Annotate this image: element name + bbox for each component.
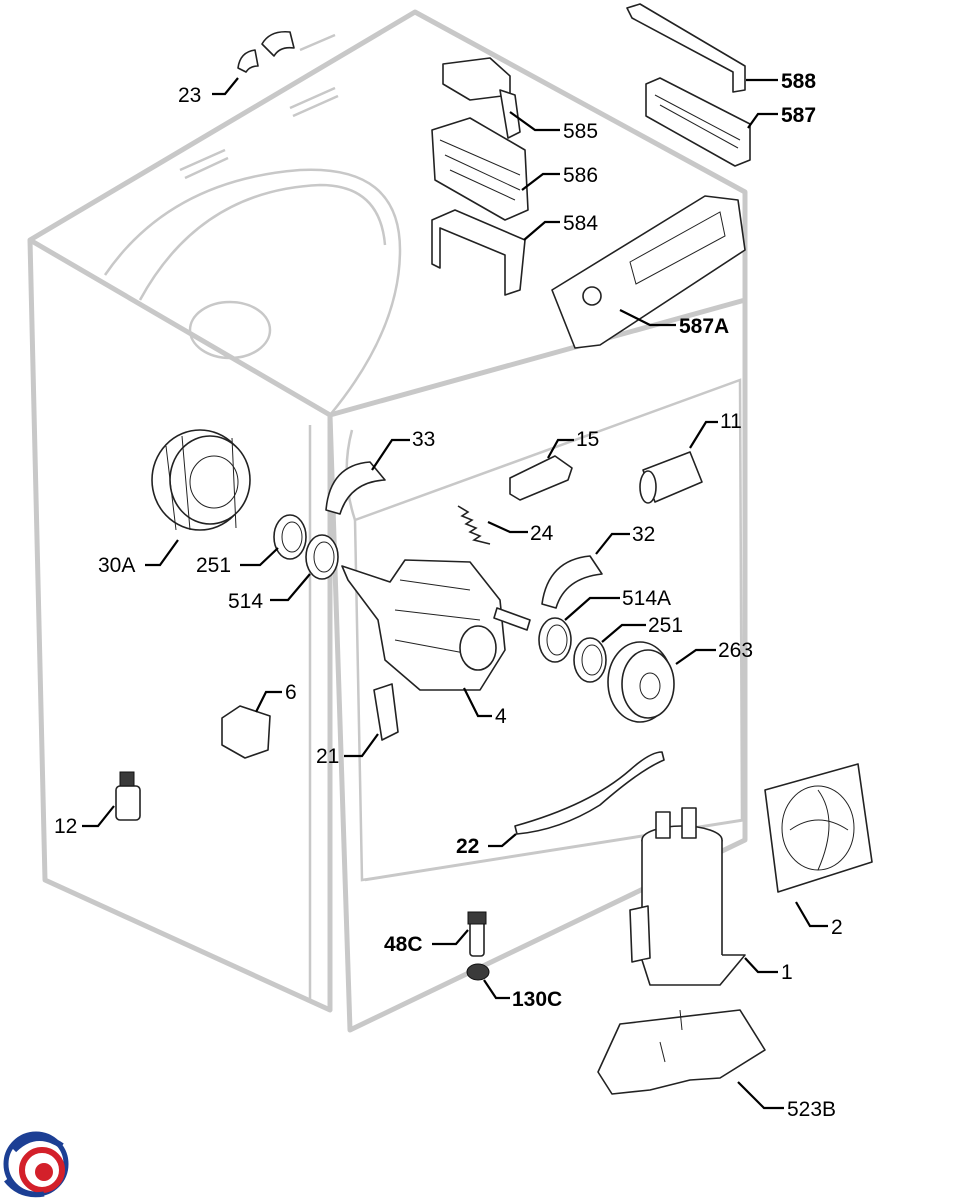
part-514-seal-left: [305, 534, 339, 580]
label-48C: 48C: [384, 933, 423, 956]
part-514A-seal: [538, 617, 572, 663]
label-1: 1: [781, 961, 793, 984]
callout-48C: 48C: [384, 929, 469, 956]
label-263: 263: [718, 639, 753, 662]
part-11-capacitor: [639, 451, 703, 504]
callout-6: 6: [255, 681, 297, 713]
part-523B-base-plate: [597, 1009, 766, 1095]
part-251-seal-left: [273, 514, 307, 560]
label-586: 586: [563, 164, 598, 187]
callout-263: 263: [675, 639, 753, 665]
callout-15: 15: [547, 428, 599, 459]
callout-4: 4: [463, 687, 507, 728]
label-584: 584: [563, 212, 598, 235]
callout-32: 32: [595, 523, 655, 555]
callout-514A: 514A: [564, 587, 671, 621]
label-33: 33: [412, 428, 435, 451]
part-586-control-module: [431, 117, 529, 221]
callout-251-left: 251: [196, 547, 279, 577]
part-21-switch: [373, 683, 399, 741]
part-585-bracket: [442, 57, 521, 139]
label-523B: 523B: [787, 1098, 836, 1121]
callout-22: 22: [456, 833, 517, 858]
callout-23: 23: [178, 77, 239, 107]
callout-587: 587: [747, 104, 816, 129]
part-22-strip: [514, 751, 665, 835]
callout-24: 24: [487, 520, 554, 545]
label-514: 514: [228, 590, 263, 613]
callout-130C: 130C: [483, 979, 562, 1011]
part-584-holder: [431, 209, 526, 296]
label-12: 12: [54, 815, 77, 838]
label-514A: 514A: [622, 587, 671, 610]
label-2: 2: [831, 916, 843, 939]
part-263-pulley: [607, 641, 675, 723]
part-33-bearing-bracket: [325, 461, 386, 515]
label-30A: 30A: [98, 554, 135, 577]
part-4-motor: [341, 559, 531, 691]
part-587A-display-module: [551, 195, 746, 349]
part-32-bearing-bracket: [541, 555, 603, 609]
label-585: 585: [563, 120, 598, 143]
callout-586: 586: [521, 164, 598, 191]
callout-11: 11: [689, 410, 742, 449]
part-1-compressor: [629, 807, 746, 986]
label-22: 22: [456, 835, 479, 858]
part-23-clips: [237, 30, 295, 73]
part-587-board: [645, 77, 751, 167]
part-15-bracket: [509, 455, 573, 501]
label-587: 587: [781, 104, 816, 127]
brand-logo: [3, 1131, 69, 1198]
callout-523B: 523B: [737, 1081, 836, 1121]
label-23: 23: [178, 84, 201, 107]
callout-585: 585: [509, 111, 598, 143]
label-4: 4: [495, 705, 507, 728]
label-251-right: 251: [648, 614, 683, 637]
label-24: 24: [530, 522, 554, 545]
part-12-sensor: [115, 771, 141, 821]
label-130C: 130C: [512, 988, 562, 1011]
callout-2: 2: [795, 901, 843, 939]
part-24-spring: [457, 505, 491, 545]
callout-584: 584: [523, 212, 598, 241]
part-588-cover: [626, 3, 746, 93]
label-251-left: 251: [196, 554, 231, 577]
callout-514: 514: [228, 573, 311, 613]
label-587A: 587A: [679, 315, 729, 338]
callout-1: 1: [744, 957, 793, 984]
callout-12: 12: [54, 805, 115, 838]
callout-30A: 30A: [98, 539, 179, 577]
callout-587A: 587A: [619, 309, 729, 338]
part-2-fan: [764, 763, 873, 893]
label-15: 15: [576, 428, 599, 451]
label-588: 588: [781, 70, 816, 93]
callout-21: 21: [316, 733, 379, 768]
label-11: 11: [720, 410, 742, 433]
label-21: 21: [316, 745, 339, 768]
part-6-module: [221, 705, 271, 759]
callout-588: 588: [746, 70, 816, 93]
part-130C-plug: [466, 963, 490, 981]
part-251-seal-right: [573, 637, 607, 683]
callout-33: 33: [371, 428, 435, 471]
label-6: 6: [285, 681, 297, 704]
cabinet-outline: [27, 9, 748, 1033]
label-32: 32: [632, 523, 655, 546]
part-30A-fan-wheel: [151, 429, 251, 531]
callout-251-right: 251: [601, 614, 683, 643]
part-48C-sensor: [467, 911, 487, 957]
